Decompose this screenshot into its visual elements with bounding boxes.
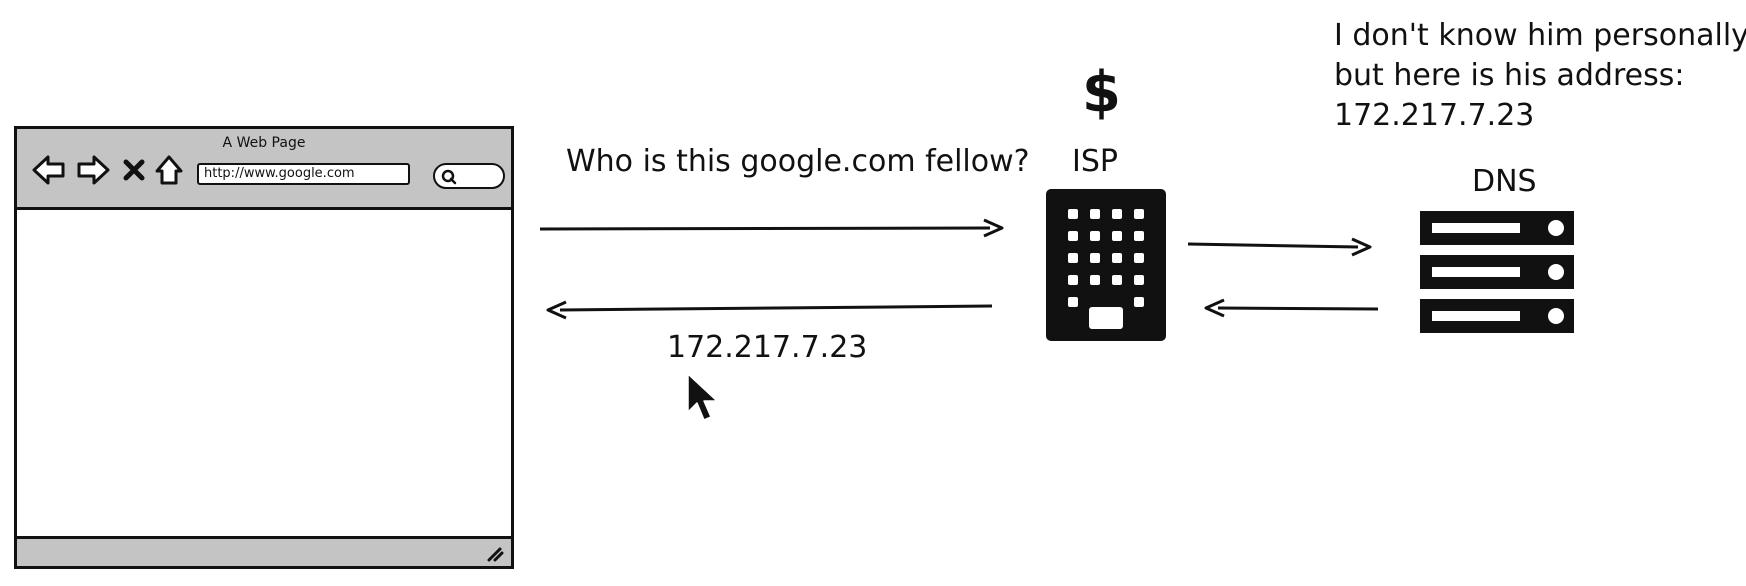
dollar-sign: $ <box>1082 60 1121 125</box>
server-rack-icon <box>1420 211 1574 333</box>
request-arrow <box>539 218 1004 238</box>
browser-toolbar: A Web Page http://www.google.com <box>17 129 511 210</box>
response-arrow <box>546 300 993 320</box>
dns-label: DNS <box>1472 164 1537 199</box>
browser-window: A Web Page http://www.google.com <box>14 126 514 569</box>
dns-to-isp-arrow <box>1204 298 1379 318</box>
office-building-icon <box>1046 189 1166 341</box>
url-field[interactable]: http://www.google.com <box>197 163 410 185</box>
search-field[interactable] <box>433 163 505 189</box>
stop-icon[interactable] <box>121 153 147 187</box>
page-title: A Web Page <box>222 135 306 151</box>
isp-label: ISP <box>1072 144 1118 179</box>
forward-arrow-icon[interactable] <box>75 153 111 187</box>
search-icon <box>441 169 457 185</box>
back-arrow-icon[interactable] <box>31 153 67 187</box>
home-icon[interactable] <box>153 153 185 187</box>
browser-status-bar <box>17 536 511 566</box>
dns-reply-line-3: 172.217.7.23 <box>1334 98 1535 133</box>
isp-to-dns-arrow <box>1187 237 1372 257</box>
dns-reply-line-1: I don't know him personally, <box>1334 18 1746 53</box>
dns-reply-text: I don't know him personally, but here is… <box>1334 16 1746 136</box>
mouse-pointer-icon <box>687 373 718 421</box>
dns-reply-line-2: but here is his address: <box>1334 58 1685 93</box>
answer-ip-label: 172.217.7.23 <box>667 330 868 365</box>
question-label: Who is this google.com fellow? <box>566 144 1030 179</box>
resize-grip-icon[interactable] <box>485 543 505 563</box>
